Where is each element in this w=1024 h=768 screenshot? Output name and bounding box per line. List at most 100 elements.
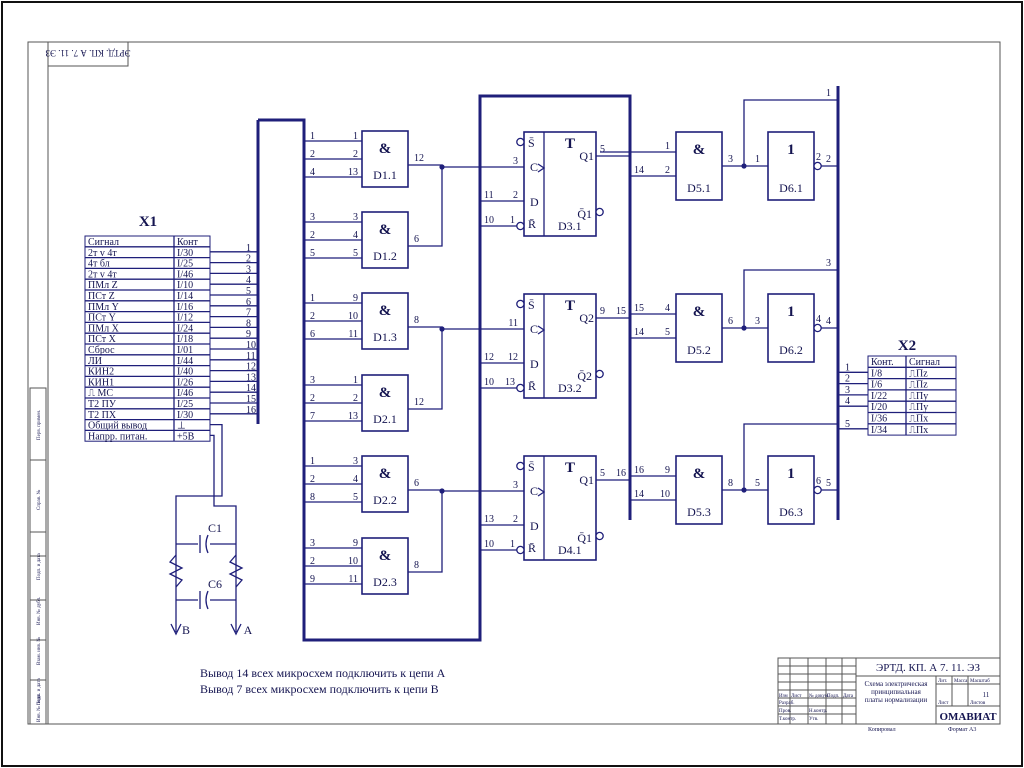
x2-pin-number: 2 <box>845 374 850 385</box>
gate-pin-number: 11 <box>348 574 358 585</box>
svg-text:Подп.: Подп. <box>827 694 839 699</box>
gate-body <box>361 292 409 350</box>
cap-c6-label: C6 <box>208 577 222 591</box>
title-block: ЭРТД. КП. А 7. 11. ЭЗ Схема электрическа… <box>777 657 1001 733</box>
svg-text:Перв. примен.: Перв. примен. <box>37 410 42 440</box>
and-symbol: & <box>379 303 392 319</box>
gate-pin-number: 13 <box>348 411 358 422</box>
cap-c1-plate-curved <box>205 534 209 554</box>
side-stamp: Перв. примен. Справ. № Подп. и дата Инв.… <box>29 387 47 725</box>
svg-text:Подп. и дата: Подп. и дата <box>37 553 42 580</box>
gate-body <box>361 374 409 432</box>
svg-text:Т.контр.: Т.контр. <box>779 717 796 722</box>
gate-out-pin: 8 <box>728 478 733 489</box>
gate-out-pin: 12 <box>414 153 424 164</box>
trigger-body <box>523 455 597 561</box>
bus-pin-number: 12 <box>484 352 494 363</box>
pin-c-number: 3 <box>513 480 518 491</box>
trigger-body <box>523 293 597 399</box>
gate-pin-number: 2 <box>665 165 670 176</box>
cap-c1-label: C1 <box>208 521 222 535</box>
gate-in-pin: 5 <box>755 478 760 489</box>
inversion-bubble <box>595 531 604 541</box>
gate-name: D2.2 <box>373 493 397 507</box>
pin-d: D <box>530 357 539 371</box>
inversion-bubble <box>516 545 525 555</box>
gate-pin-number: 10 <box>660 489 670 500</box>
x2-header-contact: Конт. <box>871 357 894 368</box>
gate-name: D6.3 <box>779 505 803 519</box>
gate-pin-number: 4 <box>353 474 358 485</box>
x1-signal-cell: ПМл Z <box>88 280 118 291</box>
gate-name: D5.2 <box>687 343 711 357</box>
tap-wire <box>743 269 838 328</box>
x1-contact-cell: I/44 <box>177 356 193 367</box>
gate-out-pin: 6 <box>816 476 821 487</box>
gate-pin-number: 10 <box>348 556 358 567</box>
bus-pin-number: 2 <box>310 474 315 485</box>
clock-edge <box>537 487 546 497</box>
pin-s: S̄ <box>528 136 535 150</box>
pin-d-number: 2 <box>513 190 518 201</box>
svg-text:№ докум.: № докум. <box>809 693 829 699</box>
x1-pin-number: 11 <box>246 351 256 362</box>
x1-contact-cell: I/01 <box>177 345 193 356</box>
x1-contact-cell: I/46 <box>177 388 193 399</box>
title-org: ОМАВИАТ <box>939 711 997 723</box>
resistor-left <box>168 554 184 588</box>
tap-wire <box>743 423 838 490</box>
gate-pin-number: 9 <box>353 538 358 549</box>
and-symbol: & <box>693 304 706 320</box>
x1-contact-cell: I/24 <box>177 323 193 334</box>
x1-signal-cell: Общий вывод <box>88 421 147 432</box>
gate-name: D2.1 <box>373 412 397 426</box>
inversion-bubble <box>813 161 822 171</box>
svg-text:Инв. № подл.: Инв. № подл. <box>36 694 42 723</box>
net-d13-out <box>408 326 524 330</box>
not-symbol: 1 <box>787 466 795 482</box>
gate-body <box>767 293 815 363</box>
x1-pin-number: 1 <box>246 243 251 254</box>
x2-contact-cell: I/8 <box>871 368 882 379</box>
x1-pin-number: 2 <box>246 254 251 265</box>
bus-pin-number: 4 <box>310 167 315 178</box>
x1-pin-number: 9 <box>246 329 251 340</box>
gate-pin-number: 1 <box>353 375 358 386</box>
bus-pin-number: 5 <box>826 478 831 489</box>
inversion-bubble <box>595 207 604 217</box>
bus-pin-number: 2 <box>310 393 315 404</box>
bus-pin-number: 1 <box>826 88 831 99</box>
x1-signal-cell: Т2 ПХ <box>88 410 117 421</box>
gate-in-pin: 1 <box>755 154 760 165</box>
svg-text:Н.контр.: Н.контр. <box>809 709 827 714</box>
x1-signal-cell: 2т v 4т <box>88 269 117 280</box>
terminal-b-label: B <box>182 623 190 637</box>
inversion-bubble <box>813 323 822 333</box>
not-symbol: 1 <box>787 142 795 158</box>
x2-signal-cell: ⎍Пx <box>909 414 928 425</box>
pin-q-number: 5 <box>600 468 605 479</box>
pin-d: D <box>530 195 539 209</box>
gate-pin-number: 1 <box>353 131 358 142</box>
and-symbol: & <box>693 142 706 158</box>
rotated-code-box <box>47 41 129 67</box>
bus-pin-number: 1 <box>310 456 315 467</box>
x2-contact-cell: I/34 <box>871 425 887 436</box>
gate-body <box>361 130 409 188</box>
terminal-a-arrow <box>230 623 242 636</box>
x1-pin-number: 7 <box>246 308 251 319</box>
pin-q: Q1 <box>579 473 594 487</box>
title-sheet: 11 <box>983 691 990 699</box>
svg-text:Справ. №: Справ. № <box>36 489 42 510</box>
pin-s: S̄ <box>528 460 535 474</box>
x1-signal-cell: ПСт Y <box>88 313 116 324</box>
gate-name: D6.2 <box>779 343 803 357</box>
gate-pin-number: 3 <box>353 456 358 467</box>
inversion-bubble <box>516 461 525 471</box>
clock-edge <box>537 325 546 335</box>
